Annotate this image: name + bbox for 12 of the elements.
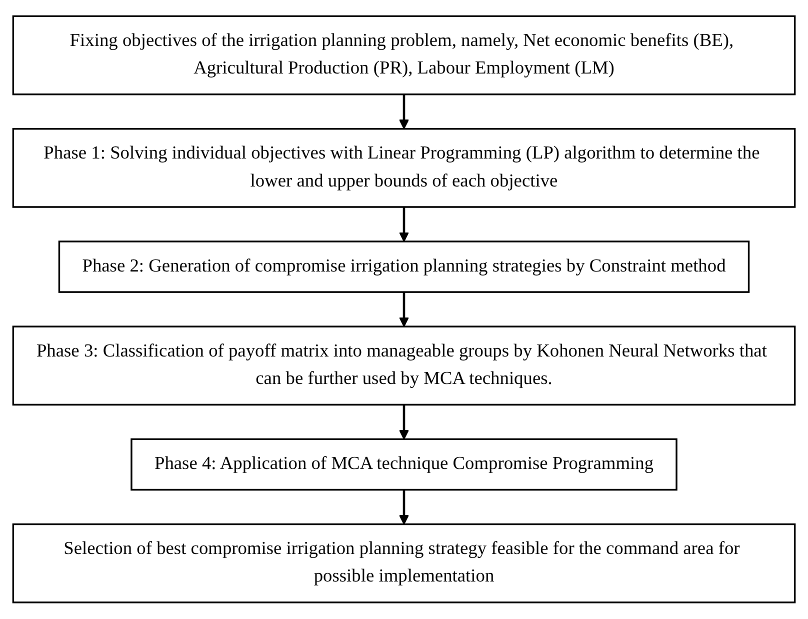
arrow: [398, 94, 410, 130]
arrow: [398, 292, 410, 328]
arrow: [398, 490, 410, 525]
arrow: [398, 404, 410, 440]
arrow: [398, 207, 410, 242]
node-box: [12, 16, 796, 96]
node-box: [12, 326, 796, 406]
node-box: [12, 128, 796, 208]
flowchart-drawing: Fixing objectives of the irrigation planning problem, namely, Net economic benefits (BE), Agricultural Production (PR), Labour Employment (LM) Phase 1: Solving individual objectives with Linear Programming (LP) algorithm to determine the lower and upper bounds of each objective Phase 2: Generation of compromise irrigation planning strategies by Constraint method Phase 3: Classification of payoff matrix into manageable groups by Kohonen Neural Networks that can be further used by MCA techniques. Phase 4: Application of MCA technique Compromise Programming Selection of best compromise irrigation planning strategy feasible for the command area for possible implementation: [4, 7, 804, 612]
node-box: [58, 240, 750, 294]
node-box: [130, 438, 678, 491]
node-box: [12, 524, 796, 604]
